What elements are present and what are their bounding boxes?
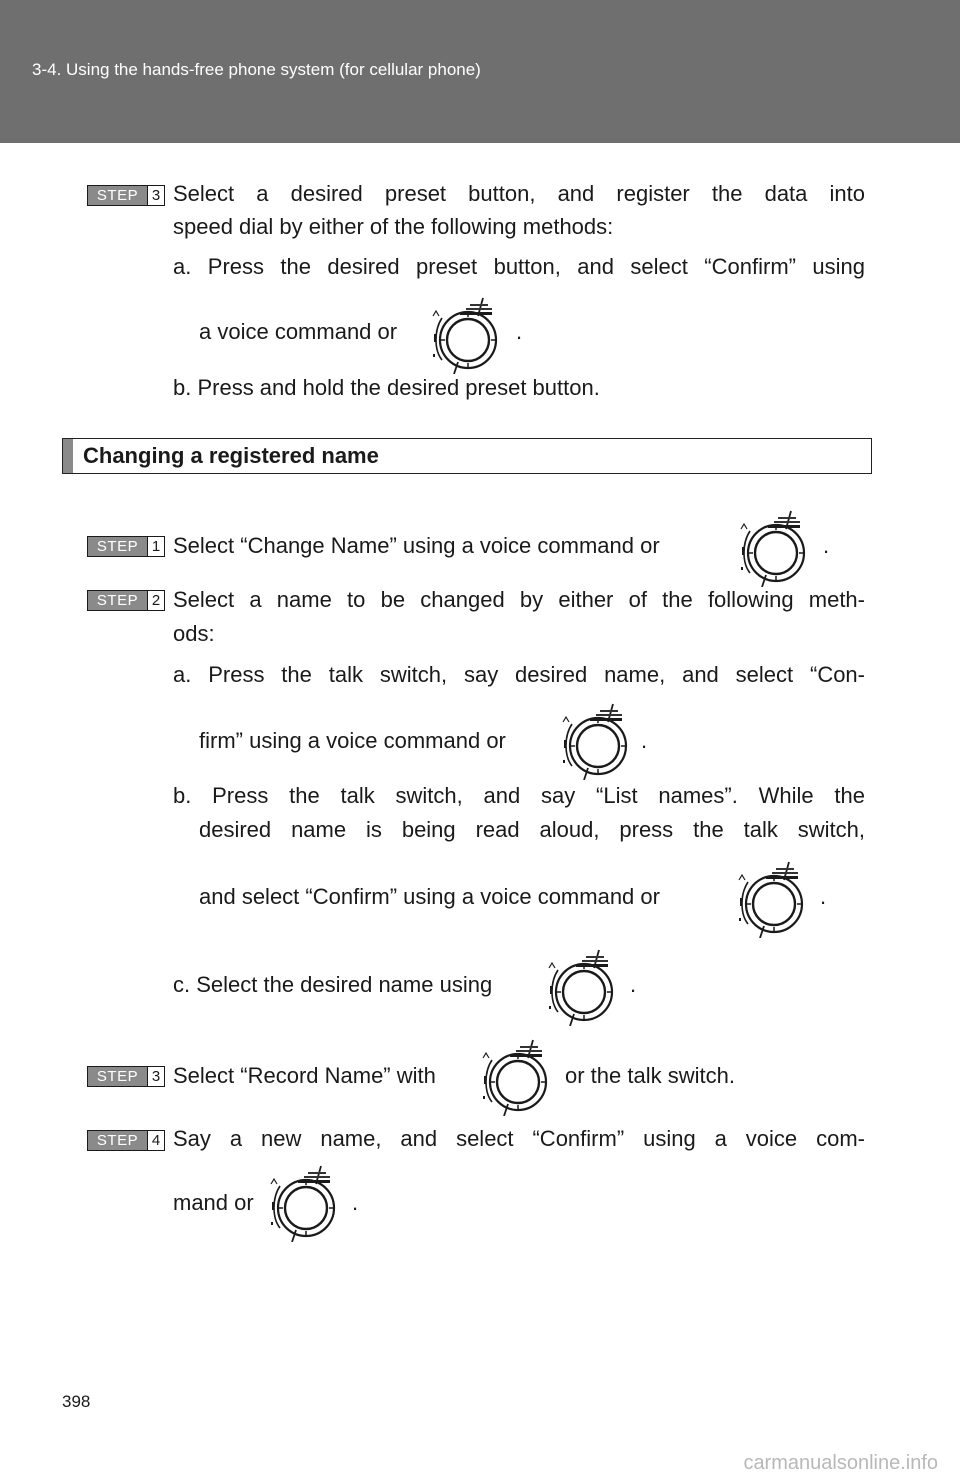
- step4-text-line1: Say a new name, and select “Confirm” usi…: [173, 1126, 865, 1151]
- period: .: [641, 728, 648, 753]
- period: .: [823, 533, 830, 558]
- tune-scroll-knob-icon: [430, 294, 502, 375]
- step3b-text-post: or the talk switch.: [565, 1063, 735, 1088]
- period: .: [820, 884, 827, 909]
- tune-scroll-knob-icon: [560, 700, 632, 781]
- step-number: 1: [147, 537, 164, 556]
- step-badge-3: STEP 3: [87, 1066, 165, 1087]
- step-label: STEP: [96, 592, 139, 609]
- step2-option-a-line2: firm” using a voice command or: [199, 728, 506, 753]
- page-header: 3-4. Using the hands-free phone system (…: [0, 0, 960, 143]
- tune-scroll-knob-icon: [738, 507, 810, 588]
- tune-scroll-knob-icon: [480, 1036, 552, 1117]
- step-label: STEP: [96, 187, 139, 204]
- step-label: STEP: [96, 538, 139, 555]
- step-number: 2: [147, 591, 164, 610]
- step-badge-2: STEP 2: [87, 590, 165, 611]
- step3-text-line2: speed dial by either of the following me…: [173, 214, 614, 239]
- period: .: [630, 972, 637, 997]
- period: .: [352, 1190, 359, 1215]
- period: .: [516, 319, 523, 344]
- step3-text-line1: Select a desired preset button, and regi…: [173, 181, 865, 206]
- step-number: 4: [147, 1131, 164, 1150]
- step-badge-1: STEP 1: [87, 536, 165, 557]
- tune-scroll-knob-icon: [736, 858, 808, 939]
- step-badge-3: STEP 3: [87, 185, 165, 206]
- step3-option-a-line1: a. Press the desired preset button, and …: [173, 254, 865, 279]
- step-label: STEP: [96, 1132, 139, 1149]
- section-title: Changing a registered name: [83, 443, 379, 468]
- section-heading: 3-4. Using the hands-free phone system (…: [32, 60, 481, 79]
- step-number: 3: [147, 186, 164, 205]
- step3b-text-pre: Select “Record Name” with: [173, 1063, 436, 1088]
- step3-option-a-line2: a voice command or: [199, 319, 398, 344]
- section-marker: [63, 439, 73, 473]
- tune-scroll-knob-icon: [268, 1162, 340, 1243]
- step-label: STEP: [96, 1068, 139, 1085]
- step2-option-c: c. Select the desired name using: [173, 972, 493, 997]
- step2-text-line1: Select a name to be changed by either of…: [173, 587, 865, 612]
- step4-text-line2: mand or: [173, 1190, 254, 1215]
- tune-scroll-knob-icon: [546, 946, 618, 1027]
- step2-option-a-line1: a. Press the talk switch, say desired na…: [173, 662, 865, 687]
- step3-option-b: b. Press and hold the desired preset but…: [173, 375, 600, 400]
- step2-option-b-line2: desired name is being read aloud, press …: [199, 817, 865, 842]
- step2-option-b-line3: and select “Confirm” using a voice comma…: [199, 884, 660, 909]
- step-badge-4: STEP 4: [87, 1130, 165, 1151]
- step1-text: Select “Change Name” using a voice comma…: [173, 533, 660, 558]
- page-number: 398: [62, 1392, 91, 1411]
- watermark: carmanualsonline.info: [743, 1452, 938, 1474]
- step-number: 3: [147, 1067, 164, 1086]
- step2-option-b-line1: b. Press the talk switch, and say “List …: [173, 783, 865, 808]
- step2-text-line2: ods:: [173, 621, 215, 646]
- section-title-bar: Changing a registered name: [62, 438, 872, 474]
